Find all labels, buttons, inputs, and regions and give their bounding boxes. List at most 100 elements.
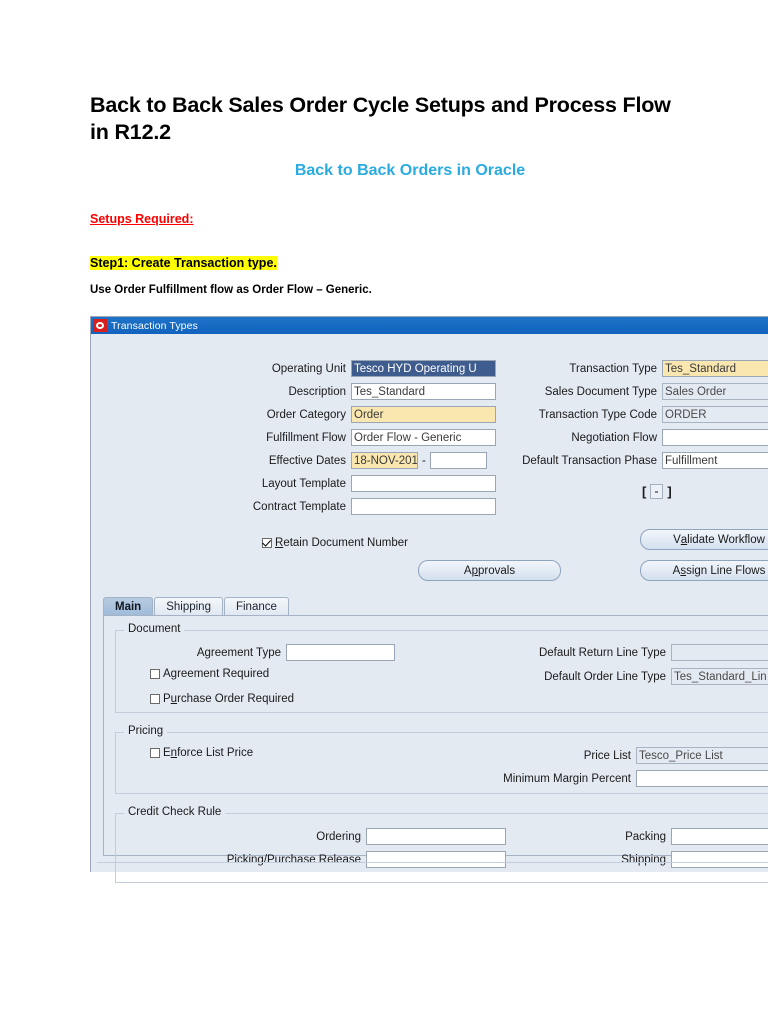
checkbox-box-retain-document-number[interactable] — [262, 538, 272, 548]
mnemonic-char: R — [275, 537, 284, 549]
mnemonic-char: n — [170, 747, 178, 759]
field-negotiation-flow: Negotiation Flow — [511, 429, 768, 446]
mnemonic-char: p — [471, 564, 478, 577]
checkbox-box-enforce-list-price[interactable] — [150, 748, 160, 758]
input-price-list: Tesco_Price List — [636, 747, 768, 764]
tab-finance[interactable]: Finance — [223, 597, 289, 616]
input-operating-unit[interactable]: Tesco HYD Operating U — [351, 360, 496, 377]
checkbox-purchase-order-required[interactable]: Purchase Order Required — [150, 693, 294, 705]
label-fulfillment-flow: Fulfillment Flow — [266, 431, 346, 444]
label-sales-document-type: Sales Document Type — [544, 385, 657, 398]
field-operating-unit: Operating Unit Tesco HYD Operating U — [201, 360, 496, 377]
tab-shipping[interactable]: Shipping — [154, 597, 223, 616]
checkbox-enforce-list-price[interactable]: Enforce List Price — [150, 747, 253, 759]
input-transaction-type[interactable]: Tes_Standard — [662, 360, 768, 377]
input-layout-template[interactable] — [351, 475, 496, 492]
field-transaction-type-code: Transaction Type Code ORDER — [511, 406, 768, 423]
input-effective-date-from[interactable]: 18-NOV-201 — [351, 452, 418, 469]
header-region: Operating Unit Tesco HYD Operating U Des… — [91, 334, 768, 584]
checkbox-label-text: etain Document Number — [283, 537, 408, 549]
checkbox-label-retain-document-number: Retain Document Number — [275, 537, 408, 549]
label-negotiation-flow: Negotiation Flow — [571, 431, 657, 444]
group-document: Document Agreement Type Agreement Requir… — [115, 623, 768, 713]
field-agreement-type: Agreement Type — [163, 644, 395, 661]
window-title: Transaction Types — [111, 319, 198, 332]
input-negotiation-flow[interactable] — [662, 429, 768, 446]
field-default-order-line-type: Default Order Line Type Tes_Standard_Lin — [521, 668, 768, 685]
label-transaction-type-code: Transaction Type Code — [538, 408, 657, 421]
label-ordering: Ordering — [316, 830, 361, 843]
field-default-return-line-type: Default Return Line Type — [521, 644, 768, 661]
field-fulfillment-flow: Fulfillment Flow Order Flow - Generic — [201, 429, 496, 446]
fulfillment-flow-note: Use Order Fulfillment flow as Order Flow… — [90, 283, 372, 296]
flexfield-open-bracket: [ — [642, 484, 647, 499]
input-default-return-line-type — [671, 644, 768, 661]
input-contract-template[interactable] — [351, 498, 496, 515]
field-order-category: Order Category Order — [201, 406, 496, 423]
oracle-logo-icon — [93, 319, 107, 332]
mnemonic-char: a — [680, 533, 688, 546]
input-agreement-type[interactable] — [286, 644, 395, 661]
effective-dates-separator: - — [422, 454, 426, 467]
field-default-transaction-phase: Default Transaction Phase Fulfillment — [511, 452, 768, 469]
flexfield-close-bracket: ] — [667, 484, 672, 499]
tabstrip: Main Shipping Finance — [103, 596, 768, 616]
checkbox-box-purchase-order-required[interactable] — [150, 694, 160, 704]
field-transaction-type: Transaction Type Tes_Standard — [511, 360, 768, 377]
tab-panel-main: Document Agreement Type Agreement Requir… — [103, 615, 768, 883]
field-sales-document-type: Sales Document Type Sales Order — [511, 383, 768, 400]
label-price-list: Price List — [583, 749, 631, 762]
label-agreement-type: Agreement Type — [196, 646, 281, 659]
flexfield-box-icon[interactable] — [650, 484, 664, 499]
transaction-types-window: Transaction Types Operating Unit Tesco H… — [90, 316, 768, 883]
input-default-transaction-phase[interactable]: Fulfillment — [662, 452, 768, 469]
label-default-transaction-phase: Default Transaction Phase — [522, 454, 657, 467]
group-title-pricing: Pricing — [124, 725, 168, 737]
field-contract-template: Contract Template — [201, 498, 496, 515]
field-price-list: Price List Tesco_Price List — [486, 747, 768, 764]
input-ordering[interactable] — [366, 828, 506, 845]
input-fulfillment-flow[interactable]: Order Flow - Generic — [351, 429, 496, 446]
window-bottom-edge — [97, 862, 768, 867]
page-subtitle: Back to Back Orders in Oracle — [294, 161, 526, 179]
group-title-credit-check-rule: Credit Check Rule — [124, 806, 226, 818]
field-effective-dates: Effective Dates 18-NOV-201 - — [201, 452, 487, 469]
page-title: Back to Back Sales Order Cycle Setups an… — [90, 93, 671, 144]
setups-required-heading: Setups Required: — [90, 211, 194, 226]
field-minimum-margin-percent: Minimum Margin Percent — [486, 770, 768, 787]
label-layout-template: Layout Template — [261, 477, 346, 490]
label-default-order-line-type: Default Order Line Type — [544, 670, 666, 683]
checkbox-agreement-required[interactable]: Agreement Required — [150, 668, 269, 680]
label-description: Description — [288, 385, 346, 398]
checkbox-label-purchase-order-required: Purchase Order Required — [163, 693, 295, 705]
label-operating-unit: Operating Unit — [271, 362, 346, 375]
label-packing: Packing — [625, 830, 666, 843]
input-shipping[interactable] — [671, 851, 768, 868]
input-order-category[interactable]: Order — [351, 406, 496, 423]
group-title-document: Document — [124, 623, 185, 635]
field-description: Description Tes_Standard — [201, 383, 496, 400]
step1-heading: Step1: Create Transaction type. — [90, 255, 690, 270]
checkbox-label-enforce-list-price: Enforce List Price — [163, 747, 254, 759]
document-content: Back to Back Sales Order Cycle Setups an… — [90, 92, 690, 296]
descriptive-flexfield[interactable]: [ ] — [642, 484, 672, 499]
form-body: Operating Unit Tesco HYD Operating U Des… — [91, 334, 768, 883]
checkbox-box-agreement-required[interactable] — [150, 669, 160, 679]
input-packing[interactable] — [671, 828, 768, 845]
input-minimum-margin-percent[interactable] — [636, 770, 768, 787]
field-packing: Packing — [556, 828, 768, 845]
group-pricing: Pricing Enforce List Price Price List Te… — [115, 725, 768, 794]
input-picking-purchase-release[interactable] — [366, 851, 506, 868]
checkbox-retain-document-number[interactable]: Retain Document Number — [262, 537, 408, 549]
label-transaction-type: Transaction Type — [569, 362, 657, 375]
field-layout-template: Layout Template — [201, 475, 496, 492]
input-effective-date-to[interactable] — [429, 452, 487, 469]
input-default-order-line-type: Tes_Standard_Lin — [671, 668, 768, 685]
tab-main[interactable]: Main — [103, 597, 154, 616]
input-description[interactable]: Tes_Standard — [351, 383, 496, 400]
input-transaction-type-code: ORDER — [662, 406, 768, 423]
step1-heading-text: Step1: Create Transaction type. — [90, 255, 277, 270]
